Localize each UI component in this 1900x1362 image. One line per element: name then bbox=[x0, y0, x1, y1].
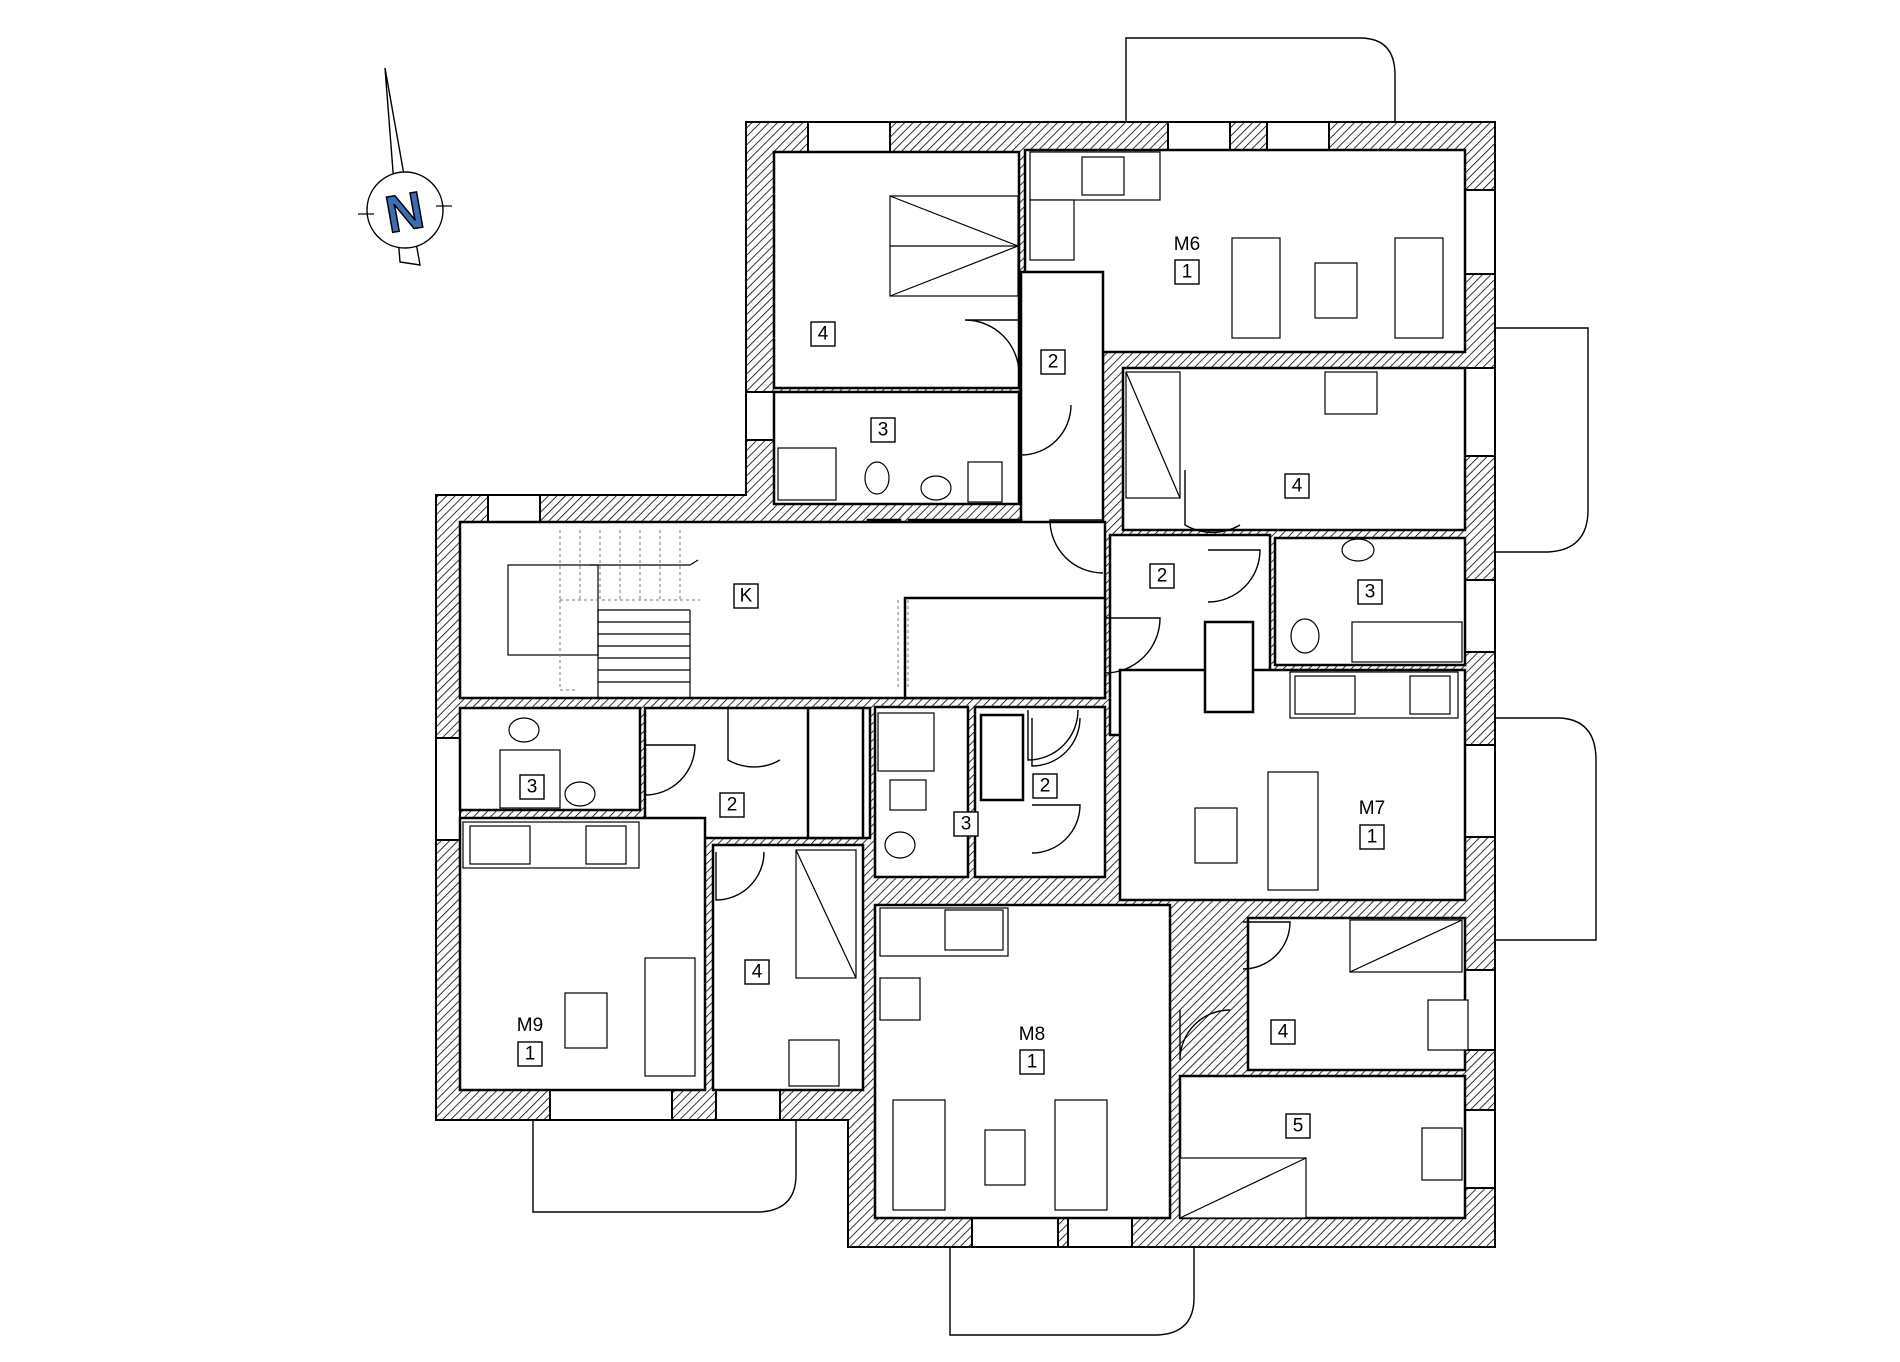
sofa bbox=[1231, 237, 1281, 339]
shower bbox=[877, 712, 935, 772]
washbasin bbox=[1341, 538, 1375, 562]
cabinet bbox=[967, 461, 1003, 503]
apartment-name-m9: M9 bbox=[517, 1015, 543, 1036]
washbasin bbox=[920, 475, 952, 501]
doors bbox=[644, 319, 1291, 1061]
room-label: 5 bbox=[1293, 1116, 1304, 1137]
balcony-south-left bbox=[532, 1120, 797, 1213]
desk bbox=[1427, 999, 1469, 1051]
room-label: K bbox=[740, 586, 753, 607]
room-label: 3 bbox=[961, 814, 972, 835]
stairs bbox=[507, 530, 909, 698]
sofa bbox=[892, 1099, 946, 1211]
room-label: 4 bbox=[1292, 476, 1303, 497]
table bbox=[1314, 262, 1358, 319]
compass: N bbox=[358, 67, 452, 266]
apartment-label-m9: 1 bbox=[525, 1044, 536, 1065]
room-labels: 4 3 2 K 4 2 3 2 3 4 5 2 3 4 bbox=[519, 321, 1383, 1139]
room-label: 3 bbox=[878, 420, 889, 441]
toilet bbox=[1290, 618, 1320, 654]
balcony-east-lower bbox=[1495, 717, 1597, 941]
stove bbox=[585, 825, 627, 865]
toilet bbox=[508, 717, 540, 743]
stove bbox=[879, 977, 921, 1021]
balcony-east-upper bbox=[1495, 327, 1589, 553]
room-label: 4 bbox=[752, 962, 763, 983]
sofa bbox=[644, 957, 696, 1077]
balcony-south-right bbox=[949, 1245, 1195, 1336]
sofa bbox=[1267, 771, 1319, 891]
toilet bbox=[884, 831, 916, 859]
stove bbox=[1081, 156, 1125, 196]
table bbox=[564, 992, 608, 1049]
sink bbox=[1029, 199, 1075, 261]
room-label: 2 bbox=[1048, 352, 1059, 373]
furniture bbox=[462, 151, 1469, 1219]
room-label: 2 bbox=[727, 795, 738, 816]
sofa bbox=[1394, 237, 1444, 339]
balcony-north bbox=[1125, 37, 1396, 125]
apartment-name-m6: M6 bbox=[1174, 234, 1200, 255]
corridor bbox=[903, 596, 1107, 700]
room-label: 3 bbox=[527, 777, 538, 798]
sink bbox=[469, 825, 531, 865]
shower bbox=[777, 447, 837, 501]
washbasin bbox=[564, 781, 596, 807]
cabinet bbox=[889, 779, 927, 811]
table bbox=[984, 1129, 1026, 1186]
windows bbox=[435, 121, 1496, 1248]
desk bbox=[1421, 1127, 1463, 1181]
room-label: 3 bbox=[1365, 582, 1376, 603]
table bbox=[1194, 807, 1238, 864]
m8-shaft bbox=[979, 713, 1025, 802]
sink bbox=[944, 909, 1004, 951]
desk bbox=[1324, 371, 1378, 415]
room-label: 4 bbox=[1278, 1022, 1289, 1043]
sink bbox=[1294, 675, 1356, 715]
m7-shaft bbox=[1203, 620, 1255, 714]
apartment-name-m8: M8 bbox=[1019, 1024, 1045, 1045]
balconies bbox=[532, 37, 1597, 1336]
room-label: 2 bbox=[1040, 776, 1051, 797]
toilet bbox=[864, 461, 890, 495]
apartment-name-m7: M7 bbox=[1359, 798, 1385, 819]
m9-shaft bbox=[806, 706, 865, 840]
apartment-labels: M6 1 M7 1 M8 1 M9 1 bbox=[517, 234, 1385, 1075]
apartment-label-m7: 1 bbox=[1367, 827, 1378, 848]
apartment-label-m8: 1 bbox=[1027, 1052, 1038, 1073]
sofa bbox=[1054, 1099, 1108, 1211]
desk bbox=[788, 1039, 840, 1087]
room-label: 2 bbox=[1157, 566, 1168, 587]
bathtub bbox=[1351, 621, 1463, 663]
room-label: 4 bbox=[818, 324, 829, 345]
stove bbox=[1409, 675, 1451, 715]
apartment-label-m6: 1 bbox=[1182, 262, 1193, 283]
